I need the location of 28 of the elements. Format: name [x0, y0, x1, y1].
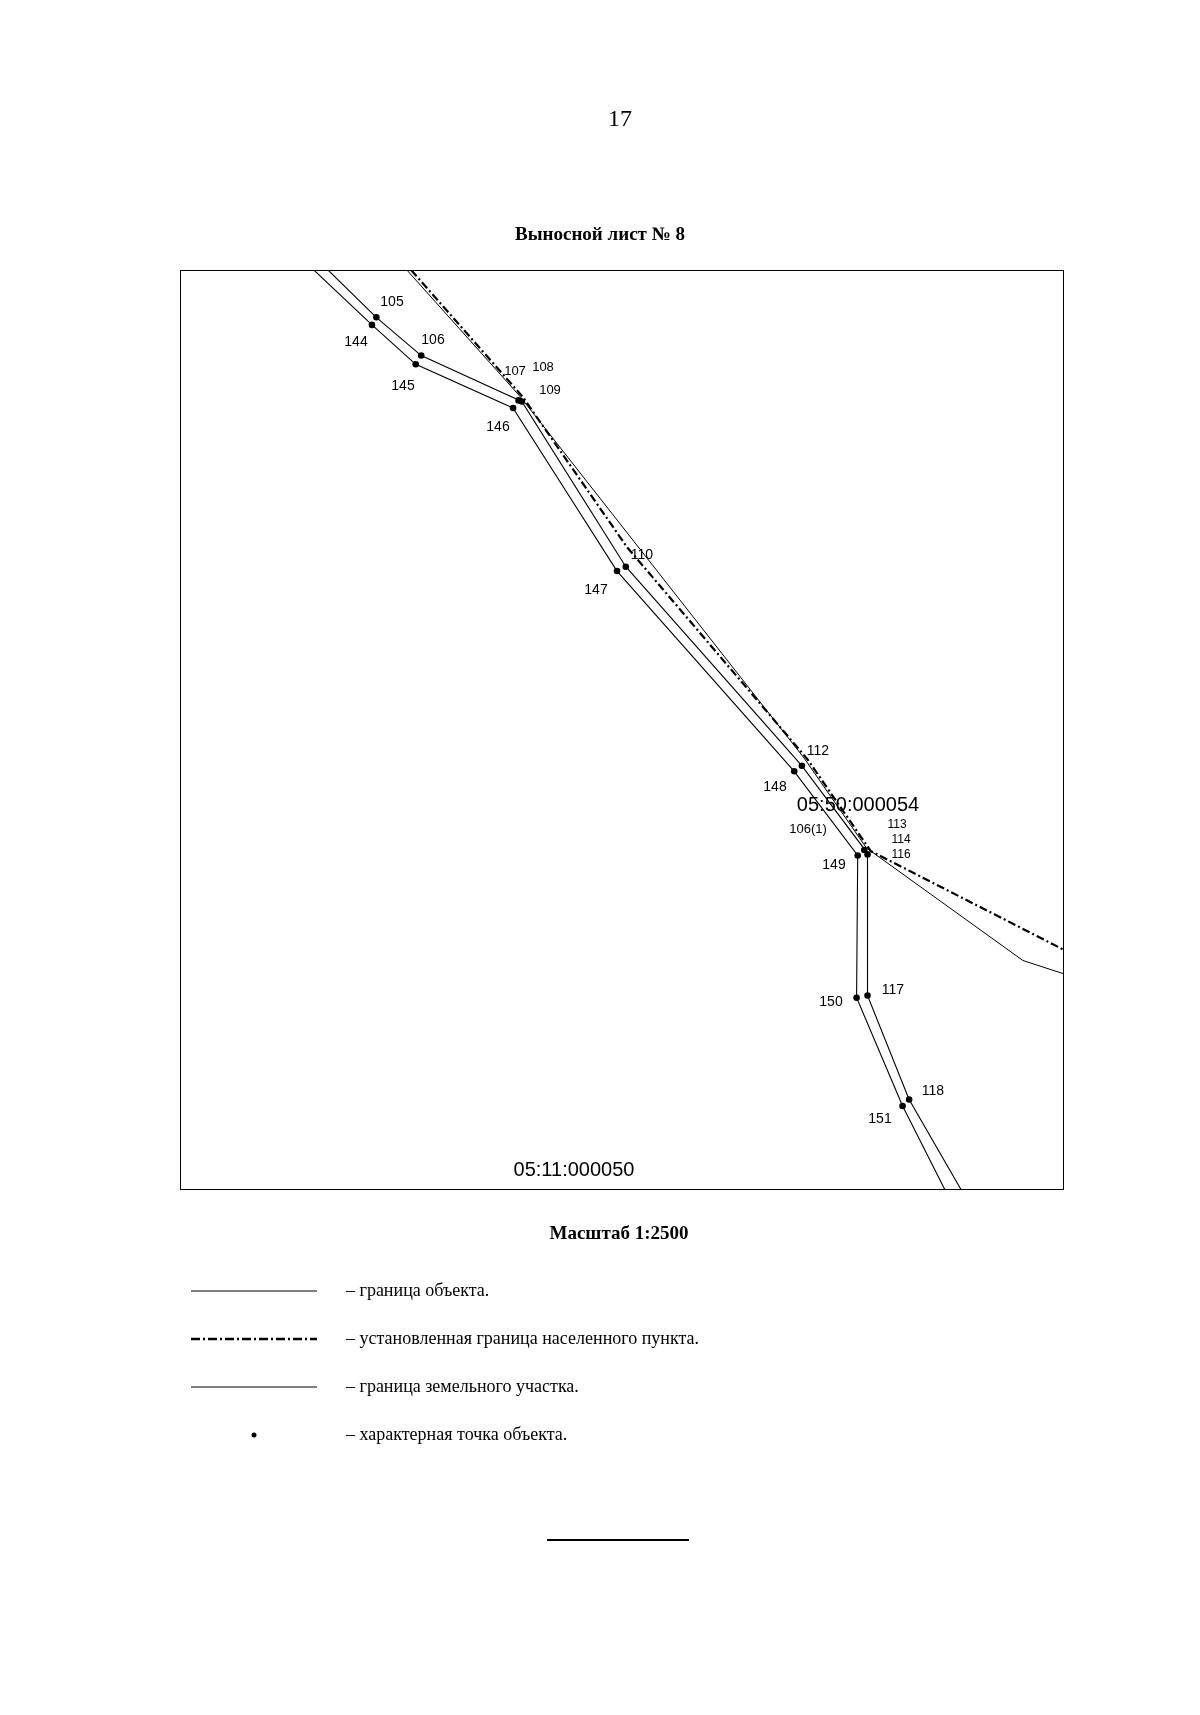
- legend-text: – характерная точка объекта.: [346, 1423, 568, 1446]
- parcel-number: 05:11:000050: [513, 1159, 635, 1179]
- page-number: 17: [608, 106, 632, 130]
- point-number: 109: [539, 382, 561, 396]
- scale-label: Масштаб 1:2500: [549, 1222, 689, 1242]
- point-number: 146: [486, 419, 510, 433]
- sheet-title: Выносной лист № 8: [514, 222, 686, 246]
- point-number: 114: [891, 833, 911, 845]
- legend-text: – установленная граница населенного пункта.: [346, 1327, 700, 1350]
- point-number: 112: [806, 743, 830, 757]
- point-number: 107: [504, 363, 526, 377]
- point-number: 106: [421, 332, 445, 346]
- point-number: 147: [584, 582, 608, 596]
- point-number: 105: [380, 294, 404, 308]
- point-number: 106(1): [789, 821, 827, 835]
- point-number: 118: [921, 1083, 945, 1097]
- point-number: 149: [822, 857, 846, 871]
- point-number: 117: [881, 982, 905, 996]
- point-number: 148: [763, 779, 787, 793]
- legend-text: – граница объекта.: [346, 1279, 490, 1302]
- point-number: 145: [391, 378, 415, 392]
- point-number: 144: [344, 334, 368, 348]
- point-number: 116: [891, 848, 911, 860]
- point-number: 113: [887, 818, 907, 830]
- point-number: 108: [532, 359, 554, 373]
- point-number: 150: [819, 994, 843, 1008]
- legend-text: – граница земельного участка.: [346, 1375, 579, 1398]
- point-number: 151: [868, 1111, 892, 1125]
